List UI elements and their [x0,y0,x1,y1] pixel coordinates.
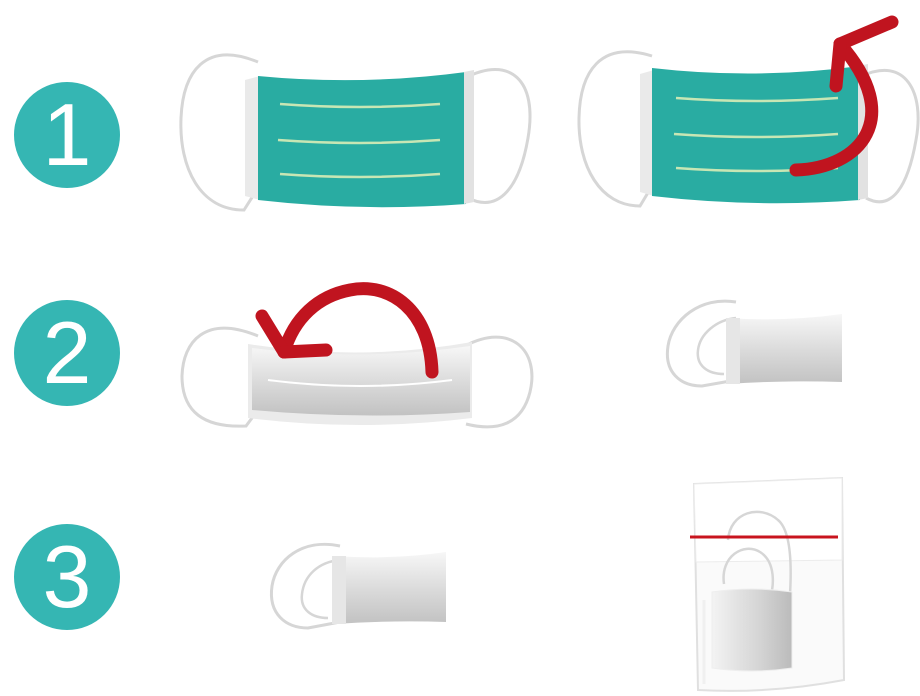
left-edge-band [245,76,260,200]
folded-mask-icon [667,301,842,386]
ear-loop [271,544,340,628]
mask-left-band [332,556,346,624]
sealed-bag-icon [690,478,844,691]
left-edge-band [640,70,654,196]
right-ear-loop [465,337,532,427]
flip-mask-icon [579,22,918,206]
mask-panel [334,552,446,624]
flat-mask-icon [181,55,530,210]
mask-panel [728,314,842,384]
mask-left-band [726,318,740,384]
bag-top-band [694,478,842,562]
bagged-mask [712,589,792,671]
fold-mask-icon [182,289,532,427]
ear-loop [667,301,736,386]
right-edge-band [464,70,474,204]
right-ear-loop [465,70,530,203]
left-ear-loop [182,328,258,426]
folded-mask-icon [271,544,446,628]
